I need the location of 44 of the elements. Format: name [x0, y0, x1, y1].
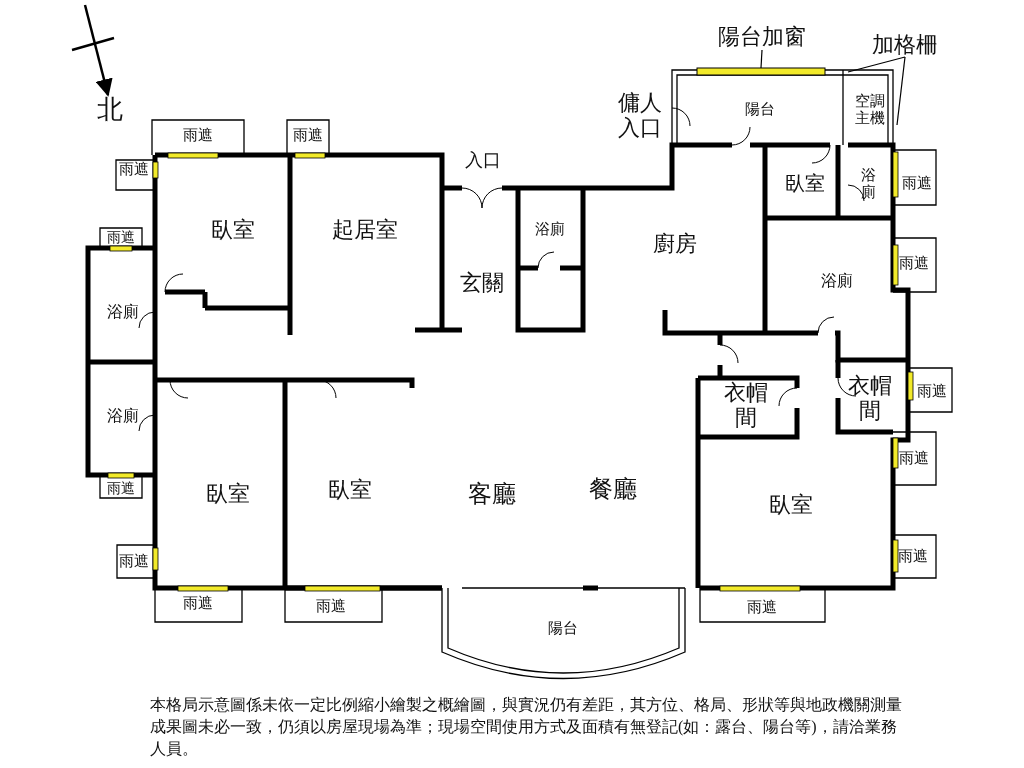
- awning-label: 雨遮: [747, 599, 777, 617]
- awning-label: 雨遮: [902, 175, 932, 193]
- leader-line: [760, 49, 763, 69]
- awning-label: 雨遮: [316, 598, 346, 616]
- awning-label: 雨遮: [119, 161, 149, 179]
- awning-label: 雨遮: [183, 127, 213, 145]
- awning-label: 雨遮: [293, 127, 323, 145]
- room-label: 客廳: [468, 481, 516, 509]
- compass-label: 北: [97, 95, 123, 125]
- disclaimer-note: 本格局示意圖係未依一定比例縮小繪製之概繪圖，與實況仍有差距，其方位、格局、形狀等與地政機關測量成果圖未必一致，仍須以房屋現場為準；現場空間使用方式及面積有無登記(如：露台、陽台等)，請洽業務人員。: [150, 695, 903, 759]
- room-label: 餐廳: [589, 476, 637, 504]
- room-label: 臥室: [206, 481, 250, 507]
- room-label: 臥室: [211, 217, 255, 243]
- room-label: 衣帽間: [723, 379, 769, 431]
- room-label: 陽台: [548, 620, 578, 638]
- awning-label: 雨遮: [107, 479, 135, 497]
- callout-text: 陽台加窗: [718, 24, 806, 50]
- room-label: 廚房: [653, 231, 697, 257]
- entrance-label: 入口: [465, 149, 501, 171]
- room-label: 衣帽間: [847, 372, 893, 424]
- room-label: 浴廁: [535, 221, 565, 239]
- room-label: 臥室: [328, 477, 372, 503]
- awning-label: 雨遮: [183, 595, 213, 613]
- leader-line: [896, 56, 906, 126]
- awning-label: 雨遮: [917, 383, 947, 401]
- awning-label: 雨遮: [898, 548, 928, 566]
- room-label: 浴廁: [859, 166, 877, 202]
- room-label: 浴廁: [107, 302, 139, 322]
- awning-label: 雨遮: [899, 255, 929, 273]
- room-label: 臥室: [769, 492, 813, 518]
- awning-label: 雨遮: [119, 553, 149, 571]
- window-bar: [696, 67, 826, 76]
- callout-text: 加格柵: [872, 32, 938, 58]
- room-label: 玄關: [460, 270, 504, 296]
- room-label: 浴廁: [821, 271, 853, 291]
- entrance-label: 傭人入口: [617, 89, 663, 141]
- room-label: 臥室: [785, 171, 825, 195]
- leader-line: [847, 56, 906, 73]
- room-label: 起居室: [332, 217, 398, 243]
- room-label: 浴廁: [107, 406, 139, 426]
- equipment-label: 空調主機: [854, 92, 886, 128]
- awning-label: 雨遮: [899, 450, 929, 468]
- awning-label: 雨遮: [107, 228, 135, 246]
- room-label: 陽台: [745, 101, 775, 119]
